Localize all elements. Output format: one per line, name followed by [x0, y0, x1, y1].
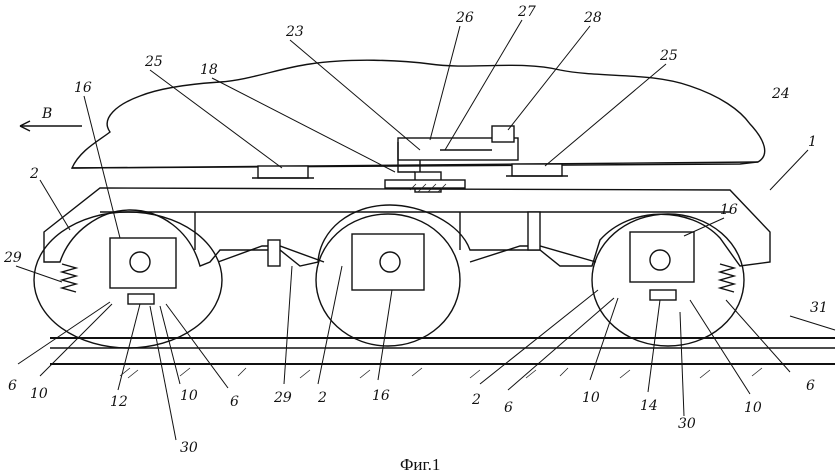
- wheel-middle: [315, 213, 461, 347]
- ground-hatch: [119, 367, 763, 379]
- hanger-right: [527, 211, 541, 251]
- ref-label: 2: [471, 392, 481, 408]
- pipe-27: [419, 149, 492, 172]
- ref-label: 6: [806, 378, 815, 394]
- ref-label: 30: [180, 440, 198, 456]
- valve-28: [491, 125, 515, 143]
- spring-right: [717, 263, 737, 293]
- ref-label: 6: [8, 378, 17, 394]
- ref-label: 10: [180, 388, 198, 404]
- wheel-right: [591, 213, 745, 347]
- side-bearer-left: [257, 165, 309, 179]
- ref-label: 16: [74, 80, 92, 96]
- spring-left: [59, 263, 79, 293]
- ref-label: 2: [317, 390, 327, 406]
- axle-middle: [379, 251, 401, 273]
- ref-label: 29: [3, 250, 22, 266]
- ref-label: 31: [810, 300, 828, 316]
- ref-label: 10: [30, 386, 48, 402]
- ref-label: 2: [29, 166, 39, 182]
- ref-label: 16: [720, 202, 738, 218]
- axle-left: [129, 251, 151, 273]
- ref-label: 24: [771, 86, 790, 102]
- ref-label: 30: [678, 416, 696, 432]
- ref-label: 10: [744, 400, 762, 416]
- car-body: [70, 59, 766, 169]
- ref-label: 1: [808, 134, 817, 150]
- ref-label: 29: [273, 390, 292, 406]
- axle-box-right: [629, 231, 695, 283]
- car-underframe-line: [71, 161, 759, 169]
- ref-label: 28: [583, 10, 602, 26]
- ref-label: 18: [200, 62, 218, 78]
- plate-12: [127, 293, 155, 305]
- axle-box-middle: [351, 233, 425, 291]
- ref-label: 25: [144, 54, 163, 70]
- ref-label: 26: [455, 10, 474, 26]
- axle-right: [649, 249, 671, 271]
- center-bowl: [384, 179, 466, 189]
- ref-label: 14: [640, 398, 658, 414]
- ref-label: 23: [285, 24, 304, 40]
- side-bearer-right: [511, 163, 563, 177]
- ref-label: 16: [372, 388, 390, 404]
- leader-lines: [15, 19, 836, 441]
- axle-box-left: [109, 237, 177, 289]
- plate-14: [649, 289, 677, 301]
- figure-caption: Фиг.1: [400, 455, 440, 474]
- ref-label: 25: [659, 48, 678, 64]
- ref-label: 6: [230, 394, 239, 410]
- pipe-26: [397, 142, 415, 173]
- ref-label: 12: [110, 394, 128, 410]
- center-bowl-hatch: [409, 183, 447, 193]
- direction-label: В: [41, 106, 52, 122]
- ref-label: 10: [582, 390, 600, 406]
- direction-arrow-head: [19, 120, 31, 132]
- hanger-left: [267, 239, 281, 267]
- ref-label: 6: [504, 400, 513, 416]
- ref-label: 27: [517, 4, 536, 20]
